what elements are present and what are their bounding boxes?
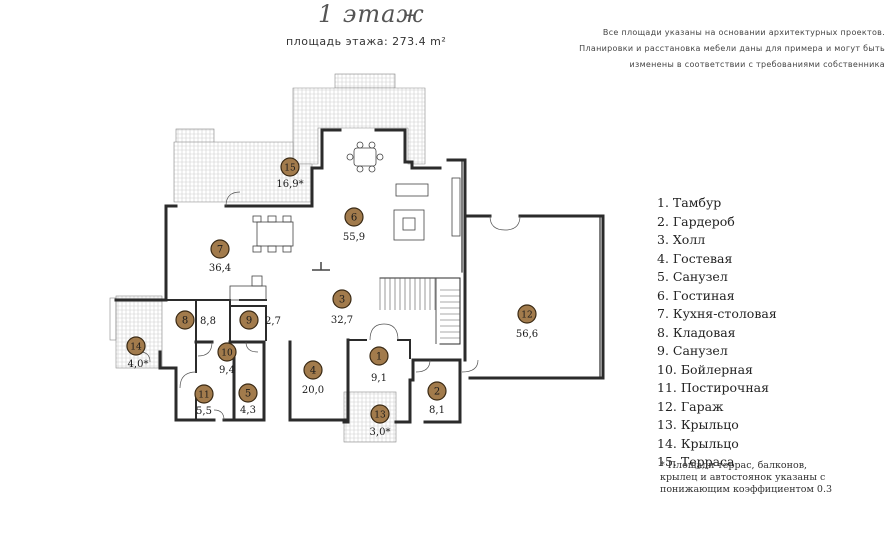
room-area: 3,0*: [370, 427, 391, 438]
room-marker-9: 9 2,7: [239, 310, 281, 330]
legend-item: 13. Крыльцо: [657, 417, 739, 432]
room-area: 55,9: [343, 232, 365, 243]
room-area: 56,6: [516, 329, 538, 340]
floor-title: 1 этаж: [318, 0, 425, 28]
room-marker-11: 11 5,5: [194, 384, 214, 417]
staircase: [379, 278, 460, 344]
room-marker-4: 4 20,0: [302, 360, 324, 396]
room-area: 16,9*: [276, 179, 303, 190]
footnote-line-3: понижающим коэффициентом 0.3: [660, 484, 833, 495]
room-number: 11: [198, 391, 209, 401]
legend-item: 12. Гараж: [657, 398, 724, 414]
room-marker-13: 13 3,0*: [370, 404, 391, 438]
room-marker-2: 2 8,1: [427, 381, 447, 416]
room-number: 1: [376, 352, 382, 363]
area-footnote: * Площади террас, балконов, крылец и авт…: [660, 460, 860, 496]
legend-item: 4. Гостевая: [657, 250, 733, 266]
floor-area: площадь этажа: 273.4 m²: [286, 35, 447, 48]
room-area: 8,8: [200, 316, 216, 327]
room-area: 5,5: [196, 406, 212, 417]
room-marker-1: 1 9,1: [369, 346, 389, 384]
room-area: 9,4: [219, 365, 235, 376]
legend-item: 9. Санузел: [657, 343, 728, 358]
room-number: 3: [339, 295, 345, 306]
room-marker-5: 5 4,3: [238, 383, 258, 416]
legend-item: 2. Гардероб: [657, 213, 735, 229]
note-line-2: Планировки и расстановка мебели даны для…: [579, 44, 885, 53]
room-number: 4: [310, 366, 316, 377]
legend-item: 11. Постирочная: [657, 380, 769, 395]
room-area: 4,0*: [128, 359, 149, 370]
room-number: 2: [434, 387, 440, 398]
legend-item: 8. Кладовая: [657, 324, 736, 340]
room-marker-3: 3 32,7: [331, 289, 353, 326]
legend-item: 7. Кухня-столовая: [657, 306, 777, 321]
room-number: 14: [130, 343, 142, 353]
room-number: 6: [351, 213, 357, 224]
room-area: 36,4: [209, 263, 231, 274]
legend-item: 6. Гостиная: [657, 287, 735, 303]
room-number: 7: [217, 245, 223, 256]
furniture: [229, 141, 461, 301]
note-line-1: Все площади указаны на основании архитек…: [602, 28, 885, 37]
legend-item: 3. Холл: [657, 232, 706, 247]
room-legend: 1. Тамбур 2. Гардероб 3. Холл 4. Гостева…: [657, 194, 777, 472]
room-number: 12: [521, 311, 532, 321]
doors: [139, 191, 521, 421]
note-line-3: изменены в соответствии с требованиями с…: [629, 60, 885, 69]
room-number: 8: [182, 316, 188, 327]
room-number: 9: [246, 316, 252, 327]
room-markers: 1 9,1 2 8,1 3 32,7 4 20,0 5 4,3 6 55,9: [126, 157, 538, 438]
legend-item: 10. Бойлерная: [657, 361, 753, 377]
room-marker-10: 10 9,4: [217, 342, 237, 376]
room-area: 4,3: [240, 405, 256, 416]
room-area: 20,0: [302, 385, 324, 396]
legend-item: 5. Санузел: [657, 269, 728, 284]
room-area: 2,7: [265, 316, 281, 327]
legend-item: 14. Крыльцо: [657, 435, 739, 451]
room-area: 8,1: [429, 405, 445, 416]
legend-item: 1. Тамбур: [657, 195, 722, 210]
room-marker-8: 8 8,8: [175, 310, 216, 330]
room-area: 9,1: [371, 373, 387, 384]
room-marker-12: 12 56,6: [516, 304, 538, 340]
room-number: 13: [374, 411, 386, 421]
footnote-line-2: крылец и автостоянок указаны с: [660, 472, 826, 483]
footnote-line-1: * Площади террас, балконов,: [660, 460, 808, 471]
room-marker-15: 15 16,9*: [276, 157, 304, 190]
room-marker-14: 14 4,0*: [126, 336, 149, 370]
legend-item: 15. Терраса: [657, 454, 735, 469]
room-marker-6: 6 55,9: [343, 207, 365, 243]
disclaimer-note: Все площади указаны на основании архитек…: [555, 25, 885, 73]
room-marker-7: 7 36,4: [209, 239, 231, 274]
room-number: 10: [221, 349, 233, 359]
room-number: 15: [284, 164, 296, 174]
room-area: 32,7: [331, 315, 353, 326]
room-number: 5: [245, 389, 251, 400]
